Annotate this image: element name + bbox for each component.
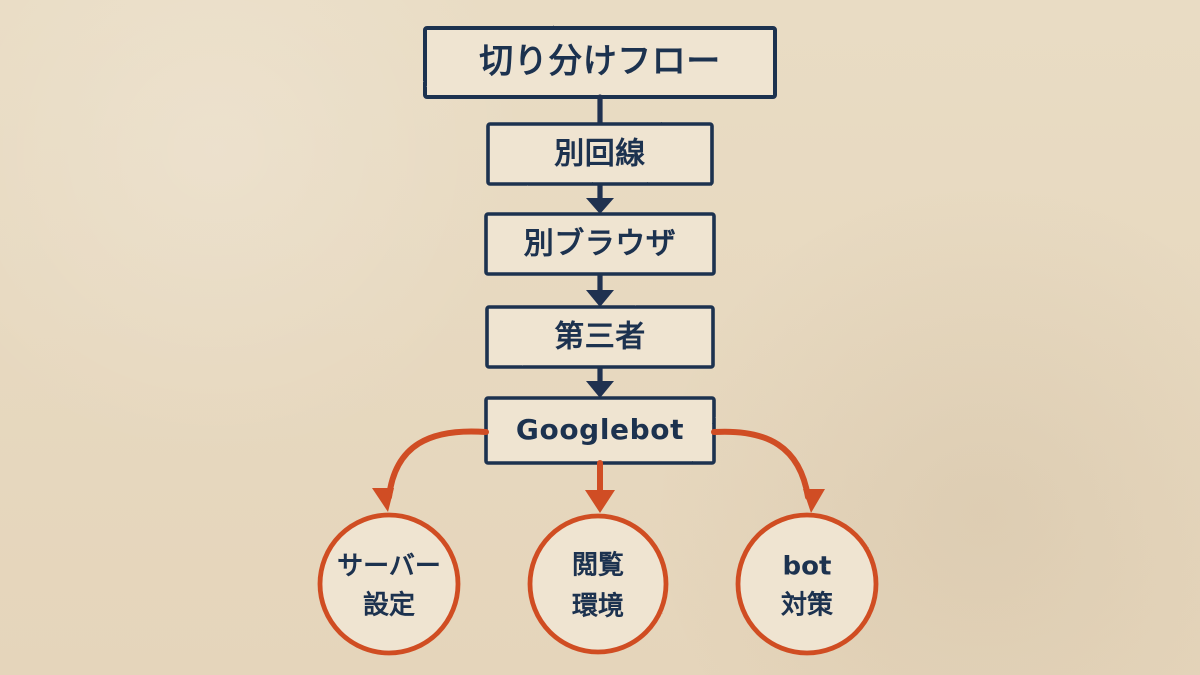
step-box-alternate-browser: 別ブラウザ	[484, 212, 716, 276]
outcome-server-settings: サーバー 設定	[317, 512, 461, 656]
branch-connectors	[372, 428, 825, 513]
step-label-alternate-line: 別回線	[554, 137, 646, 172]
outcome-bot-protection: bot 対策	[735, 512, 879, 656]
outcome-browsing-environment-line2: 環境	[572, 591, 624, 622]
step-label-third-party: 第三者	[554, 320, 646, 355]
title-text: 切り分けフロー	[479, 42, 721, 82]
step-label-alternate-browser: 別ブラウザ	[524, 227, 677, 262]
outcome-server-settings-line2: 設定	[363, 590, 415, 621]
main-flow-connectors	[586, 94, 614, 398]
arrow-down-icon	[586, 381, 614, 398]
step-box-alternate-line: 別回線	[486, 122, 714, 186]
title-box: 切り分けフロー	[423, 26, 777, 99]
branch-connector-left	[386, 428, 489, 500]
outcome-bot-protection-line1: bot	[783, 552, 832, 582]
step-box-googlebot: Googlebot	[484, 396, 716, 465]
arrow-down-icon	[586, 198, 614, 214]
outcome-bot-protection-line2: 対策	[781, 590, 833, 621]
outcome-browsing-environment-line1: 閲覧	[572, 551, 624, 581]
step-box-third-party: 第三者	[485, 305, 715, 369]
arrow-down-right-icon	[803, 489, 825, 513]
branch-connector-right	[711, 428, 811, 500]
outcome-browsing-environment: 閲覧 環境	[527, 513, 669, 655]
arrow-down-left-icon	[372, 488, 394, 512]
arrow-down-icon	[585, 490, 615, 513]
arrow-down-icon	[586, 290, 614, 307]
step-label-googlebot: Googlebot	[516, 413, 684, 446]
outcome-server-settings-line1: サーバー	[337, 552, 441, 582]
